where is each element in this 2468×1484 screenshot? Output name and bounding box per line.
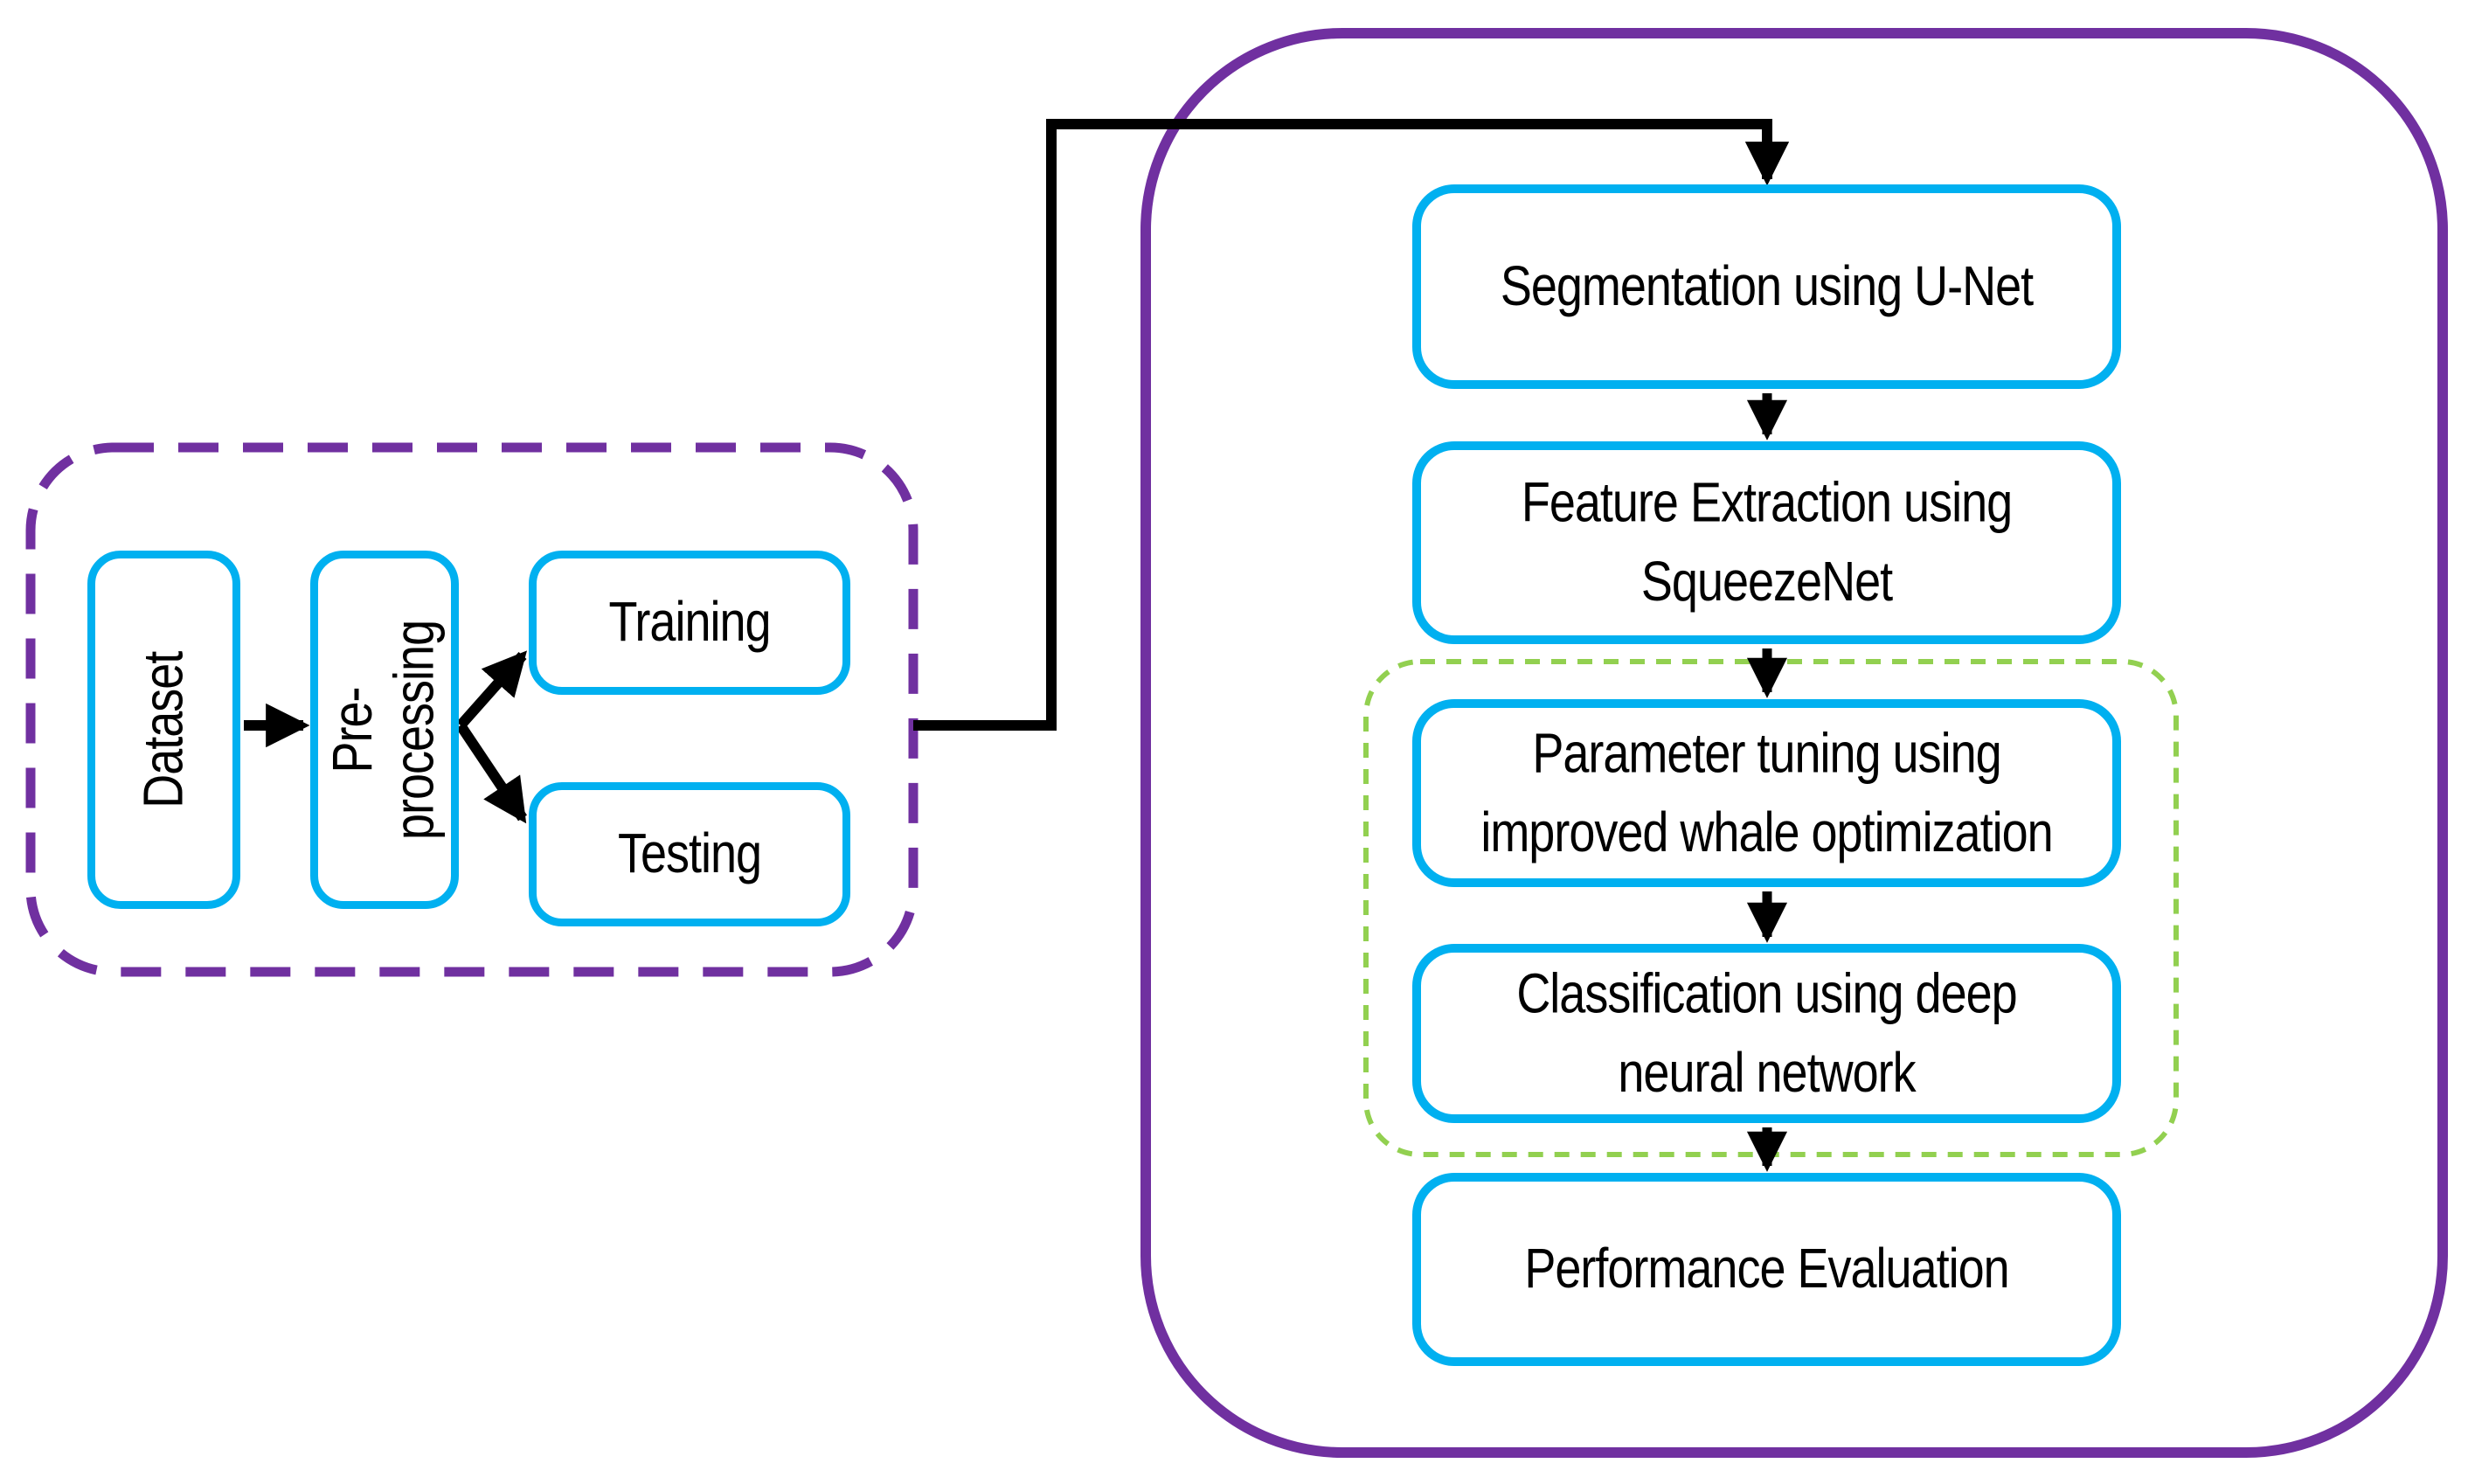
segmentation-label: Segmentation using U-Net <box>1500 255 2034 317</box>
performance-evaluation-box: Performance Evaluation <box>1412 1173 2121 1366</box>
dataset-box: Dataset <box>87 551 240 909</box>
feature-extraction-label: Feature Extraction using SqueezeNet <box>1521 471 2013 614</box>
training-box: Training <box>529 551 850 695</box>
preprocessing-label: Pre- processing <box>322 620 447 840</box>
data-preparation-group-border <box>25 442 919 977</box>
left-group-to-segmentation-connector <box>913 119 1790 731</box>
parameter-tuning-label: Parameter tuning using improved whale op… <box>1480 722 2053 863</box>
parameter-tuning-box: Parameter tuning using improved whale op… <box>1412 699 2121 887</box>
feature-extraction-box: Feature Extraction using SqueezeNet <box>1412 441 2121 644</box>
dataset-label: Dataset <box>132 651 195 808</box>
testing-box: Testing <box>529 782 850 926</box>
preprocessing-box: Pre- processing <box>310 551 459 909</box>
classification-box: Classification using deep neural network <box>1412 944 2121 1123</box>
classification-label: Classification using deep neural network <box>1516 962 2017 1104</box>
segmentation-box: Segmentation using U-Net <box>1412 184 2121 389</box>
preprocessing-to-training-arrow <box>456 650 528 729</box>
performance-evaluation-label: Performance Evaluation <box>1524 1238 2009 1300</box>
training-label: Training <box>608 591 771 654</box>
testing-label: Testing <box>617 822 762 885</box>
preprocessing-to-testing-arrow <box>456 722 527 824</box>
processing-pipeline-group-border <box>1140 28 2448 1458</box>
